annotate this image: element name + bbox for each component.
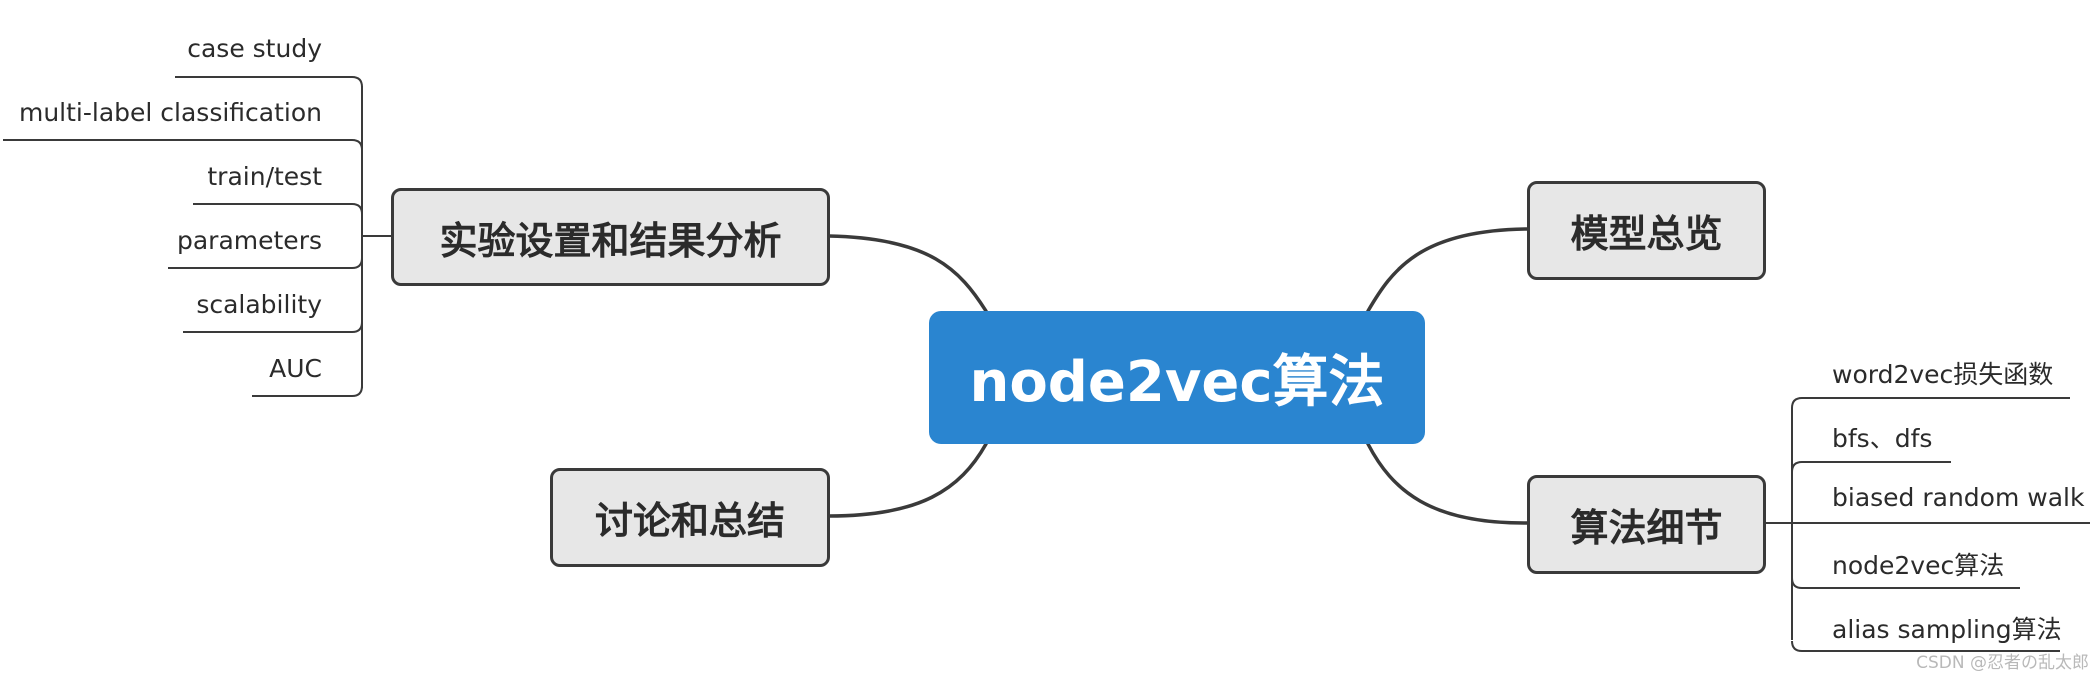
underline-case-study (175, 76, 363, 88)
branch-details[interactable]: 算法细节 (1527, 475, 1766, 574)
branch-overview[interactable]: 模型总览 (1527, 181, 1766, 280)
underline-scalability (183, 321, 363, 333)
branch-experiment[interactable]: 实验设置和结果分析 (391, 188, 830, 286)
underline-bfs-dfs (1791, 461, 1951, 473)
underline-auc (252, 385, 363, 397)
link-experiment (827, 234, 988, 313)
underline-train-test (193, 203, 363, 215)
leaf-biased-random-walk[interactable]: biased random walk (1832, 483, 2085, 512)
link-details (1366, 442, 1530, 525)
leaf-alias-sampling[interactable]: alias sampling算法 (1832, 615, 2062, 644)
leaf-scalability[interactable]: scalability (196, 290, 322, 319)
leaf-case-study[interactable]: case study (187, 34, 322, 63)
watermark: CSDN @忍者の乱太郎 (1916, 653, 2089, 673)
leaf-parameters[interactable]: parameters (176, 226, 322, 255)
leaf-word2vec-loss[interactable]: word2vec损失函数 (1832, 360, 2054, 389)
underline-node2vec (1791, 577, 2020, 589)
leaf-bfs-dfs[interactable]: bfs、dfs (1832, 424, 1933, 453)
underline-parameters (168, 257, 363, 269)
underline-word2vec (1791, 397, 2070, 409)
leaf-auc[interactable]: AUC (269, 354, 322, 383)
link-overview (1366, 227, 1530, 313)
underline-multi-label (3, 139, 363, 151)
underline-alias (1791, 640, 2060, 652)
central-topic[interactable]: node2vec算法 (929, 311, 1425, 444)
link-discussion (827, 442, 988, 518)
branch-discussion[interactable]: 讨论和总结 (550, 468, 830, 567)
leaf-multi-label-classification[interactable]: multi-label classification (18, 98, 322, 127)
leaf-train-test[interactable]: train/test (207, 162, 322, 191)
leaf-node2vec-algorithm[interactable]: node2vec算法 (1832, 551, 2005, 580)
